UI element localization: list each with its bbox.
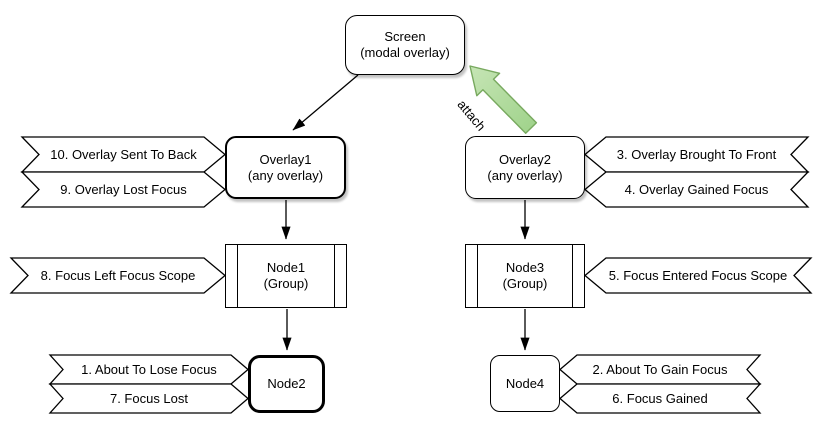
overlay1-node: Overlay1 (any overlay) [225,136,346,199]
node1-title: Node1 [266,260,306,275]
overlay1-node-title: Overlay1 [259,151,312,167]
event-banner-about-to-lose-focus: 1. About To Lose Focus [48,354,250,385]
event-banner-shape [558,383,762,414]
event-banner-shape [9,257,227,294]
screen-node: Screen (modal overlay) [345,15,465,75]
group-bar-right [572,245,584,307]
event-banner-overlay-gained-focus: 4. Overlay Gained Focus [583,171,810,208]
node1-subtitle: (Group) [263,276,309,291]
event-banner-shape [583,171,810,208]
event-banner-focus-entered-focus-scope: 5. Focus Entered Focus Scope [583,257,813,294]
event-banner-focus-left-focus-scope: 8. Focus Left Focus Scope [9,257,227,294]
event-banner-label: 7. Focus Lost [109,391,189,406]
event-banner-overlay-lost-focus: 9. Overlay Lost Focus [20,171,227,208]
node4-title: Node4 [505,375,545,391]
event-banner-overlay-brought-to-front: 3. Overlay Brought To Front [583,136,810,173]
event-banner-label: 4. Overlay Gained Focus [624,182,769,197]
event-banner-label: 10. Overlay Sent To Back [50,147,197,162]
event-banner-overlay-sent-to-back: 10. Overlay Sent To Back [20,136,227,173]
node2-title: Node2 [267,376,306,391]
overlay1-node-subtitle: (any overlay) [247,167,324,183]
group-bar-left [226,245,238,307]
node3-subtitle: (Group) [502,276,548,291]
event-banner-shape [583,257,813,294]
group-bar-right [334,245,346,307]
event-banner-label: 1. About To Lose Focus [81,362,217,377]
group-bar-left [466,245,478,307]
node3-group-node: Node3 (Group) [465,244,585,308]
event-banner-about-to-gain-focus: 2. About To Gain Focus [558,354,762,385]
connector-screen-to-overlay1 [292,74,359,131]
event-banner-label: 2. About To Gain Focus [592,362,728,377]
overlay2-node-subtitle: (any overlay) [487,167,563,183]
node2-node: Node2 [248,355,325,413]
overlay2-node-title: Overlay2 [498,151,552,167]
event-banner-label: 8. Focus Left Focus Scope [40,268,196,283]
event-banner-focus-lost: 7. Focus Lost [48,383,250,414]
overlay2-node: Overlay2 (any overlay) [465,136,585,199]
event-banner-label: 3. Overlay Brought To Front [616,147,777,162]
attach-arrow-icon [469,65,538,135]
event-banner-shape [20,171,227,208]
event-banner-label: 9. Overlay Lost Focus [60,182,187,197]
event-banner-shape [48,383,250,414]
node4-node: Node4 [490,355,560,412]
node1-group-node: Node1 (Group) [225,244,347,308]
event-banner-focus-gained: 6. Focus Gained [558,383,762,414]
screen-node-subtitle: (modal overlay) [360,45,450,60]
node3-title: Node3 [505,260,545,275]
screen-node-title: Screen [384,29,426,44]
event-banner-label: 5. Focus Entered Focus Scope [608,268,788,283]
event-banner-label: 6. Focus Gained [612,391,708,406]
